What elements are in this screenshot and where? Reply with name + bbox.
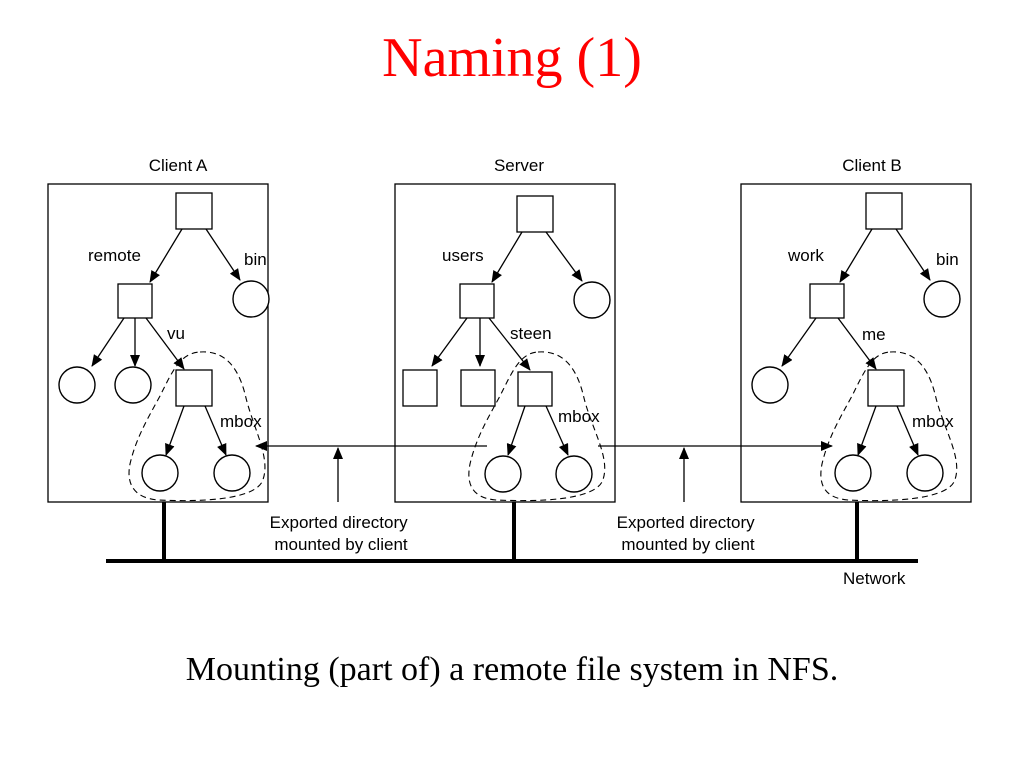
client-a-mbox-label: mbox xyxy=(220,412,262,431)
page-title: Naming (1) xyxy=(382,27,642,89)
client-b-mbox-label: mbox xyxy=(912,412,954,431)
server-label: Server xyxy=(494,156,544,175)
client-a-vu-label: vu xyxy=(167,324,185,343)
server-users-dir xyxy=(459,283,495,319)
client-b-work-dir xyxy=(809,283,845,319)
client-a-mbox-file-2 xyxy=(213,454,251,492)
client-b-bin-label: bin xyxy=(936,250,959,269)
server-file xyxy=(573,281,611,319)
client-b-mbox-file-2 xyxy=(906,454,944,492)
server-root-dir xyxy=(516,195,554,233)
client-a-mbox-file-1 xyxy=(141,454,179,492)
client-a-root-dir xyxy=(175,192,213,230)
exported-note-2-line-2: mounted by client xyxy=(621,535,755,554)
client-a-vu-dir xyxy=(175,369,213,407)
server-exported-region xyxy=(468,351,606,502)
client-b-work-label: work xyxy=(787,246,824,265)
client-a-bin-label: bin xyxy=(244,250,267,269)
client-a-remote-label: remote xyxy=(88,246,141,265)
client-b-file-1 xyxy=(751,366,789,404)
client-b-label: Client B xyxy=(842,156,902,175)
exported-note-2: Exported directory mounted by client xyxy=(617,513,760,554)
exported-note-1-line-1: Exported directory xyxy=(270,513,408,532)
client-b-me-label: me xyxy=(862,325,886,344)
server-dir-2 xyxy=(460,369,496,407)
client-a-file-2 xyxy=(114,366,152,404)
server-machine: users steen mbox xyxy=(394,183,616,503)
server-mbox-file-1 xyxy=(484,455,522,493)
client-b-mbox-file-1 xyxy=(834,454,872,492)
client-a-remote-dir xyxy=(117,283,153,319)
client-a-machine: remote bin vu mbox xyxy=(47,183,270,503)
server-steen-label: steen xyxy=(510,324,552,343)
server-dir-1 xyxy=(402,369,438,407)
client-b-root-dir xyxy=(865,192,903,230)
server-mbox-file-2 xyxy=(555,455,593,493)
exported-note-1: Exported directory mounted by client xyxy=(270,513,413,554)
client-a-file-1 xyxy=(58,366,96,404)
client-a-bin-file xyxy=(232,280,270,318)
client-b-me-dir xyxy=(867,369,905,407)
exported-note-1-line-2: mounted by client xyxy=(274,535,408,554)
network-label: Network xyxy=(843,569,906,588)
client-b-machine: work bin me mbox xyxy=(740,183,972,503)
client-a-box xyxy=(47,183,269,503)
client-a-label: Client A xyxy=(149,156,208,175)
exported-note-2-line-1: Exported directory xyxy=(617,513,755,532)
client-a-mount-region xyxy=(128,351,266,502)
server-mbox-label: mbox xyxy=(558,407,600,426)
client-b-mount-region xyxy=(820,351,958,502)
server-steen-dir xyxy=(517,371,553,407)
server-box xyxy=(394,183,616,503)
client-b-bin-file xyxy=(923,280,961,318)
slide-caption: Mounting (part of) a remote file system … xyxy=(185,651,839,688)
server-users-label: users xyxy=(442,246,484,265)
